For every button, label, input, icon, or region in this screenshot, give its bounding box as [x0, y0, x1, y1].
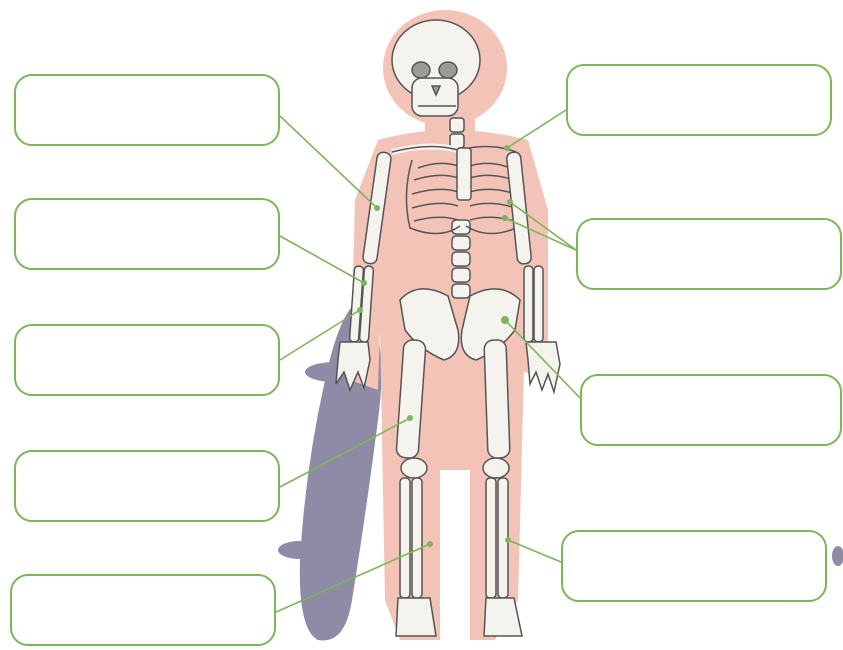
- label-box-left-4[interactable]: [14, 450, 280, 522]
- label-box-right-1[interactable]: [566, 64, 832, 136]
- label-box-right-4[interactable]: [561, 530, 827, 602]
- label-box-left-5[interactable]: [10, 574, 276, 646]
- label-box-right-3[interactable]: [580, 374, 842, 446]
- leader-line-right-1: [507, 110, 566, 148]
- skeleton: [336, 20, 560, 636]
- sternum: [457, 148, 471, 200]
- label-box-left-1[interactable]: [14, 74, 280, 146]
- leader-line-left-2: [280, 236, 364, 283]
- label-box-right-2[interactable]: [576, 218, 842, 290]
- label-box-left-3[interactable]: [14, 324, 280, 396]
- label-box-left-2[interactable]: [14, 198, 280, 270]
- leader-line-left-1: [280, 116, 377, 208]
